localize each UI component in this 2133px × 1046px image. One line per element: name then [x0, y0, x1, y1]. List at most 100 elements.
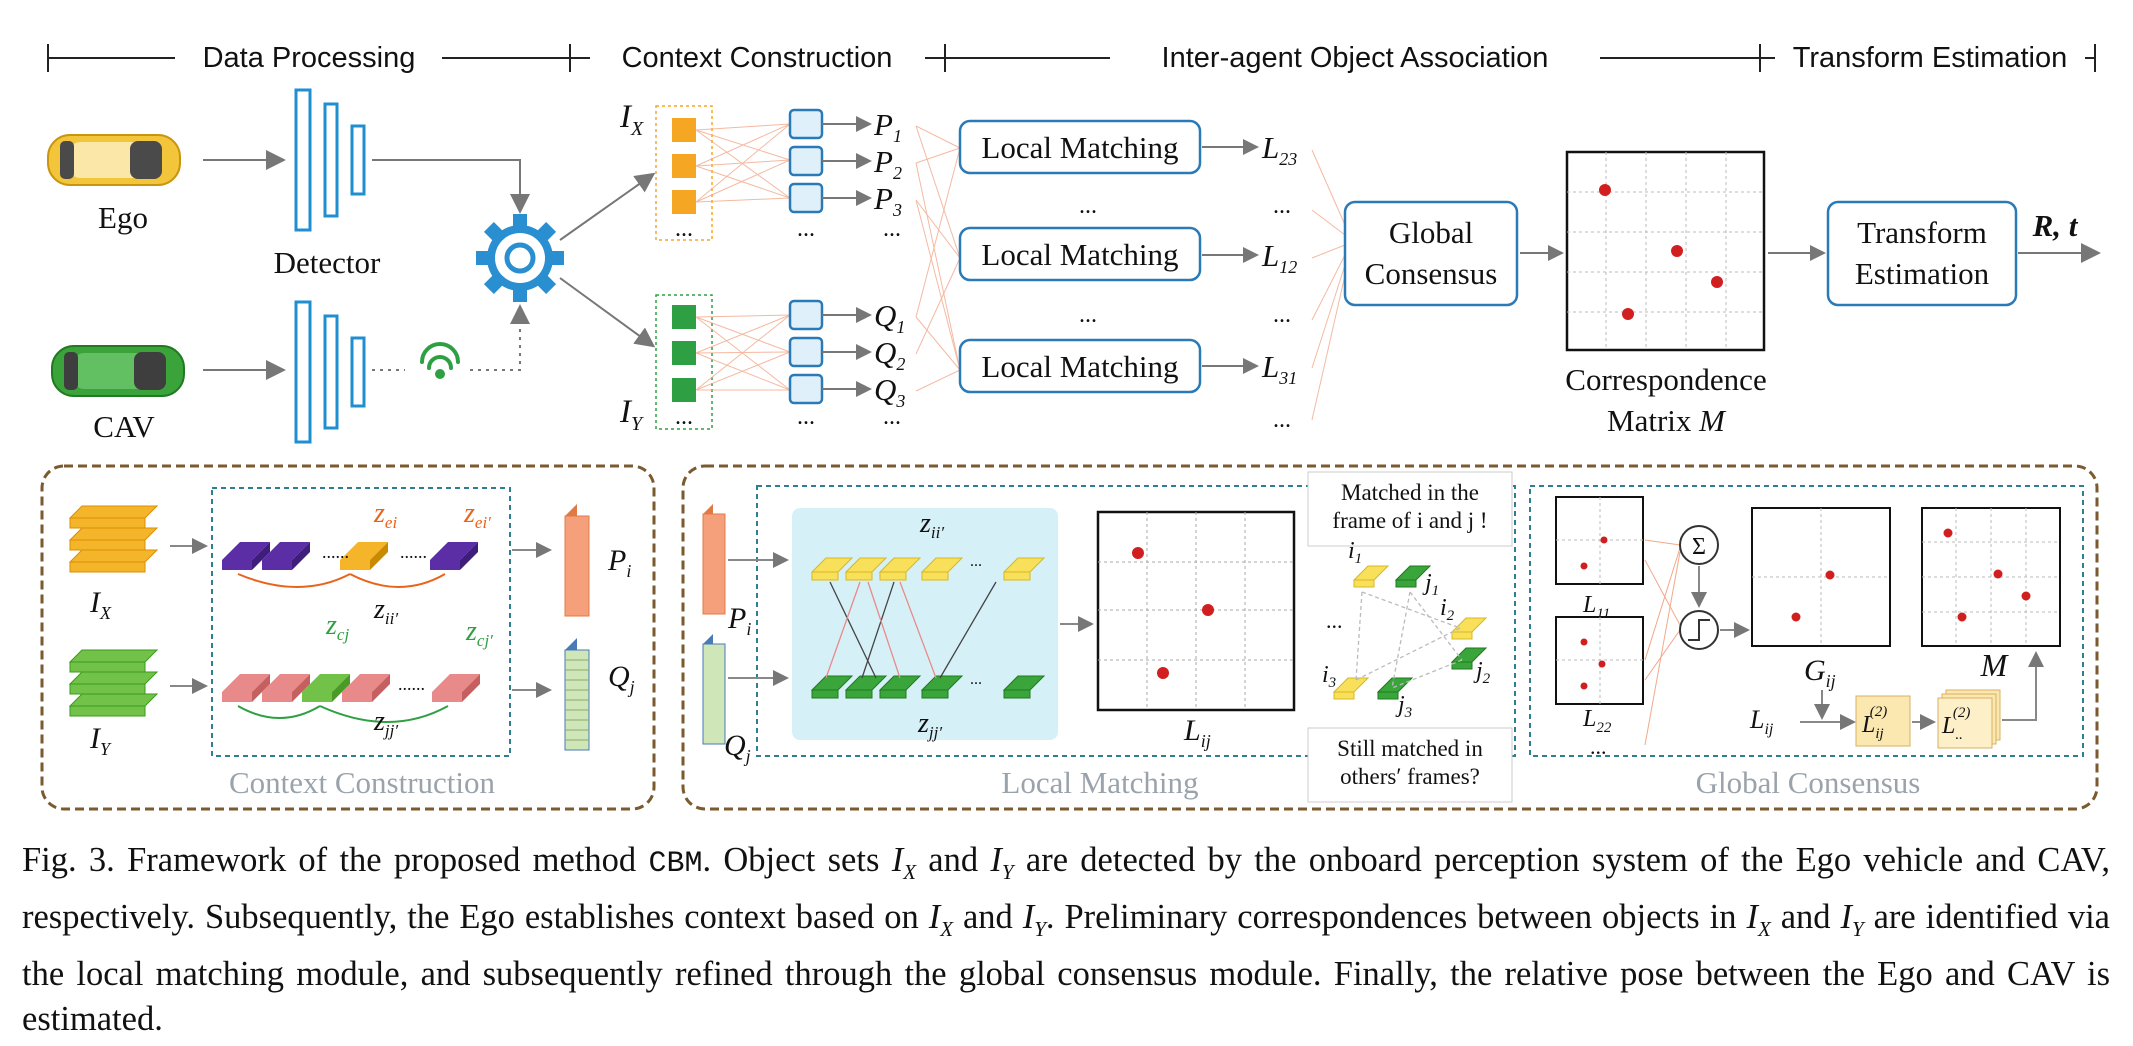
lij-matrix: [1096, 510, 1296, 712]
ellipsis: ...: [675, 404, 693, 430]
local-pi-icon: [702, 504, 726, 615]
context-inner-frame: [211, 487, 511, 757]
local-matching-frame: [756, 485, 1516, 757]
pi-label: Pi: [607, 544, 631, 581]
header-association: Inter-agent Object Association: [1162, 42, 1549, 74]
transform-label: Transform: [1857, 215, 1987, 250]
gear-icon: [476, 214, 564, 302]
dots: ......: [322, 542, 349, 562]
local-matching-label: Local Matching: [981, 349, 1178, 384]
ldd-box: [1937, 697, 1993, 749]
l2-label: Lij(2): [1861, 704, 1887, 742]
cav-car-icon: [51, 345, 185, 397]
l-to-consensus: [1311, 149, 1346, 421]
match-point: [1157, 667, 1169, 679]
ix-object-set: [655, 105, 713, 241]
local-iy-bars: [810, 675, 1046, 699]
ellipsis: ...: [797, 404, 815, 430]
iy-label: IY: [619, 394, 644, 435]
header-context-construction: Context Construction: [622, 42, 893, 74]
dots: ...: [970, 553, 982, 570]
global-panel-title: Global Consensus: [1696, 765, 1921, 800]
p2-label: P2: [873, 144, 902, 183]
iy-object: [672, 305, 696, 329]
match-point: [1132, 547, 1144, 559]
ix-object: [672, 118, 696, 142]
note-still-matched: [1307, 727, 1513, 803]
context-panel: [40, 464, 656, 811]
local-matching-box: [958, 338, 1202, 394]
global-consensus-frame: [1529, 485, 2084, 757]
local-pi-label: Pi: [727, 602, 751, 639]
panel-iy-label: IY: [89, 722, 112, 759]
ix-object-stack-icon: [68, 505, 159, 573]
global-lij-label: Lij: [1749, 705, 1774, 738]
transform-estimation-box: [1826, 200, 2018, 307]
detector-label: Detector: [274, 245, 381, 280]
i1-label: i1: [1348, 538, 1362, 567]
ix-label: IX: [619, 99, 644, 140]
dots: ......: [400, 542, 427, 562]
cross-attention-lines: [825, 581, 997, 679]
detector-ego-icon: [294, 88, 366, 232]
note-still-line2: others′ frames?: [1340, 764, 1480, 789]
i2-label: i2: [1440, 595, 1455, 624]
global-consensus-label: Consensus: [1365, 256, 1498, 291]
context-ix-features: [222, 542, 478, 570]
context-connections: [695, 123, 791, 391]
z-cj-label: zcj: [325, 610, 349, 644]
framework-figure: Data Processing Context Construction Int…: [40, 42, 2101, 811]
j1-label: j1: [1422, 570, 1439, 599]
transform-label: Estimation: [1855, 256, 1990, 291]
p3-label: P3: [873, 181, 902, 220]
p-feature-box: [788, 108, 824, 140]
l31-label: L31: [1261, 349, 1297, 388]
p1-label: P1: [873, 107, 902, 146]
local-matching-box: [958, 226, 1202, 282]
pi-feature-icon: [564, 504, 590, 617]
local-matching-label: Local Matching: [981, 130, 1178, 165]
ellipsis: ...: [1273, 407, 1291, 433]
m-label: M: [1980, 647, 2010, 683]
ellipsis: ...: [675, 216, 693, 242]
local-matching-label: Local Matching: [981, 237, 1178, 272]
local-panel-title: Local Matching: [1001, 765, 1198, 800]
sum-icon: Σ: [1679, 525, 1719, 565]
context-iy-features: [222, 674, 480, 702]
global-consensus-label: Global: [1389, 215, 1473, 250]
l22-label: L22: [1582, 706, 1612, 736]
wifi-icon: [420, 342, 460, 379]
z-ei2-label: zei′: [463, 498, 491, 532]
p-feature-box: [788, 182, 824, 214]
i3-label: i3: [1322, 662, 1336, 691]
dots: ...: [1590, 734, 1607, 759]
pair-illustration: [1332, 565, 1488, 700]
qj-feature-icon: [564, 638, 590, 751]
ellipsis: ...: [1273, 193, 1291, 219]
z-cj2-label: zcj′: [465, 616, 493, 650]
local-matching-box: [958, 119, 1202, 175]
pair-connections: [915, 125, 961, 392]
ellipsis: ...: [883, 404, 901, 430]
local-qj-icon: [702, 634, 726, 745]
local-qj-label: Qj: [724, 729, 751, 766]
lij-label: Lij: [1183, 714, 1211, 751]
iy-object: [672, 341, 696, 365]
match-point: [1202, 604, 1214, 616]
global-consensus-box: [1343, 200, 1519, 307]
local-z-jj-label: zjj′: [917, 708, 942, 742]
note-matched-line1: Matched in the: [1341, 480, 1479, 505]
q-feature-box: [788, 299, 824, 331]
ellipsis: ...: [883, 216, 901, 242]
q2-label: Q2: [874, 335, 905, 374]
l23-label: L23: [1261, 130, 1297, 169]
match-point: [1599, 184, 1611, 196]
match-point: [1622, 308, 1634, 320]
note-matched-line2: frame of i and j !: [1332, 508, 1487, 533]
ellipsis: ...: [1079, 193, 1097, 219]
ego-car-icon: [47, 134, 181, 186]
local-z-ii-label: zii′: [919, 508, 944, 542]
ellipsis: ...: [1273, 302, 1291, 328]
gij-matrix: [1751, 507, 1891, 647]
output-rt-label: R, t: [2032, 208, 2079, 243]
